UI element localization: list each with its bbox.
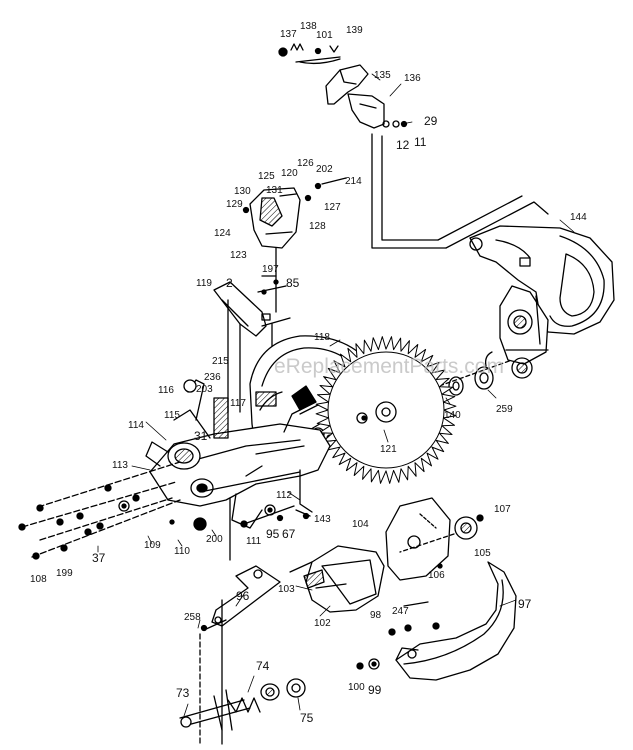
part-label: 127 xyxy=(324,202,341,213)
part-label: 110 xyxy=(174,546,190,557)
part-label: 114 xyxy=(128,420,144,431)
part-label: 29 xyxy=(424,114,438,128)
part-label: 100 xyxy=(348,682,365,693)
part-label: 105 xyxy=(474,548,491,559)
part-label: 140 xyxy=(444,410,461,421)
left-screws xyxy=(18,461,207,560)
part-label: 98 xyxy=(370,610,382,621)
center-small-parts xyxy=(229,497,311,561)
part-label: 115 xyxy=(164,410,180,421)
part-label: 258 xyxy=(184,612,201,623)
lower-guard-plate xyxy=(385,497,451,581)
part-labels: 137 138 101 139 135 136 29 12 11 144 125… xyxy=(30,21,587,725)
part-label: 144 xyxy=(570,212,587,223)
part-label: 67 xyxy=(282,527,296,541)
part-label: 199 xyxy=(56,568,73,579)
part-label: 116 xyxy=(158,385,174,396)
part-label: 136 xyxy=(404,73,421,84)
part-label: 131 xyxy=(266,185,283,196)
saw-blade xyxy=(315,336,457,484)
part-label: 118 xyxy=(314,332,330,343)
washers-140-259 xyxy=(399,359,513,401)
top-spring-cluster xyxy=(278,43,341,65)
part-label: 117 xyxy=(230,398,246,409)
part-label: 103 xyxy=(278,584,295,595)
part-label: 109 xyxy=(144,540,161,551)
part-label: 119 xyxy=(196,278,212,289)
part-label: 99 xyxy=(368,683,382,697)
lower-guard-97 xyxy=(395,561,517,681)
part-label: 135 xyxy=(374,70,391,81)
part-label: 113 xyxy=(112,460,128,471)
part-label: 200 xyxy=(206,534,223,545)
part-label: 143 xyxy=(314,514,331,525)
leader-lines xyxy=(97,73,575,717)
gear-housing-arm xyxy=(145,379,331,529)
part-label: 126 xyxy=(297,158,314,169)
part-label: 85 xyxy=(286,276,300,290)
part-label: 107 xyxy=(494,504,511,515)
part-label: 236 xyxy=(204,372,221,383)
part-label: 31 xyxy=(194,429,208,443)
part-label: 215 xyxy=(212,356,229,367)
part-label: 130 xyxy=(234,186,251,197)
part-label: 203 xyxy=(196,384,213,395)
part-label: 97 xyxy=(518,597,532,611)
part-label: 106 xyxy=(428,570,445,581)
part-label: 214 xyxy=(345,176,362,187)
part-label: 247 xyxy=(392,606,409,617)
part-label: 139 xyxy=(346,25,363,36)
part-label: 102 xyxy=(314,618,331,629)
part-label: 197 xyxy=(262,264,279,275)
part-label: 75 xyxy=(300,711,314,725)
spring-assembly xyxy=(179,599,306,745)
part-label: 129 xyxy=(226,199,243,210)
part-label: 104 xyxy=(352,519,369,530)
part-label: 128 xyxy=(309,221,326,232)
part-label: 120 xyxy=(281,168,298,179)
safety-cover xyxy=(289,545,385,613)
part-label: 124 xyxy=(214,228,231,239)
part-label: 259 xyxy=(496,404,513,415)
part-label: 12 xyxy=(396,138,410,152)
part-label: 137 xyxy=(280,29,297,40)
flange-105 xyxy=(399,514,484,553)
upper-bracket xyxy=(325,64,549,249)
handle-119 xyxy=(213,281,291,413)
part-label: 73 xyxy=(176,686,190,700)
part-label: 138 xyxy=(300,21,317,32)
watermark-text: eReplacementParts.com xyxy=(274,355,504,378)
part-label: 121 xyxy=(380,444,397,455)
part-label: 125 xyxy=(258,171,275,182)
part-label: 74 xyxy=(256,659,270,673)
part-label: 202 xyxy=(316,164,333,175)
motor-housing xyxy=(469,225,615,379)
switch-assembly xyxy=(242,177,347,313)
screws-98-247 xyxy=(356,601,429,670)
part-label: 96 xyxy=(236,589,250,603)
part-label: 101 xyxy=(316,30,333,41)
part-label: 123 xyxy=(230,250,247,261)
part-label: 112 xyxy=(276,490,292,501)
part-label: 2 xyxy=(226,276,233,290)
part-label: 108 xyxy=(30,574,47,585)
part-label: 95 xyxy=(266,527,280,541)
part-label: 37 xyxy=(92,551,106,565)
part-label: 111 xyxy=(246,536,262,547)
part-label: 11 xyxy=(414,135,427,149)
